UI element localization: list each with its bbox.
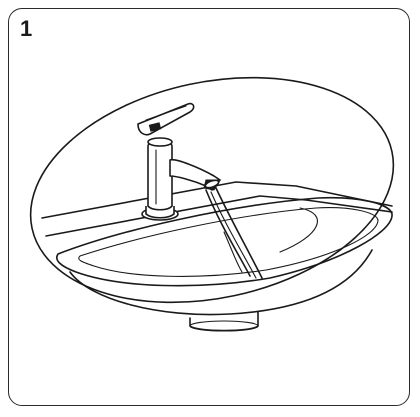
- step-panel-frame: [8, 8, 410, 406]
- countertop-front-edge: [45, 195, 393, 237]
- water-stream-inner: [210, 191, 257, 279]
- faucet-body: [147, 140, 173, 211]
- countertop-back-edge: [41, 181, 393, 219]
- faucet-indicator: [148, 122, 162, 132]
- magnifier-oval: [29, 76, 395, 304]
- faucet-cap: [147, 137, 173, 147]
- water-stream: [205, 189, 251, 277]
- faucet-aerator-ring: [204, 179, 220, 189]
- faucet-lever: [137, 102, 195, 136]
- water-stream-2: [215, 187, 263, 279]
- basin-bowl-depth: [279, 207, 318, 253]
- basin-underside: [69, 249, 373, 316]
- basin-outer-rim: [56, 196, 393, 287]
- basin-drain-foot-bottom: [189, 320, 259, 332]
- basin-bowl-depth-2: [223, 231, 243, 273]
- faucet-lever-top: [145, 105, 187, 121]
- step-number-label: 1: [20, 16, 33, 41]
